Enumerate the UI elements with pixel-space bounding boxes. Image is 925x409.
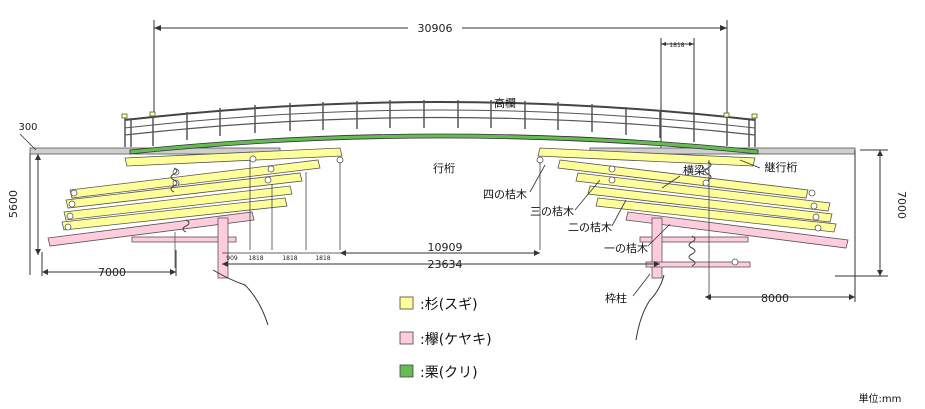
left-beam3 — [65, 172, 303, 209]
left-beam4 — [69, 159, 321, 199]
left-keyaki-beam — [47, 211, 255, 247]
beam2-label: 二の桔木 — [568, 220, 612, 234]
railing: 高欄 — [121, 96, 758, 147]
dimension-railing-spacing: 1818 — [660, 38, 695, 150]
dimension-deck-offset: 300 — [18, 122, 38, 151]
small-dim-c: 1818 — [282, 255, 297, 262]
left-base-label: 7000 — [98, 266, 126, 279]
left-beam2 — [63, 185, 293, 221]
small-dim-a: 909 — [226, 255, 238, 262]
mid-span-label: 10909 — [428, 241, 463, 254]
beam3-label: 三の桔木 — [530, 204, 574, 218]
legend-swatch-keyaki — [399, 331, 414, 345]
left-height-label: 5600 — [7, 190, 20, 218]
left-beams — [47, 147, 344, 279]
riverbank — [212, 269, 665, 341]
leader-lines — [529, 159, 761, 297]
right-beam2 — [587, 185, 833, 223]
dimension-right-base: 8000 — [705, 150, 856, 305]
dimension-right-height: 7000 — [835, 149, 908, 277]
legend-text-keyaki: :欅(ケヤキ) — [420, 332, 492, 348]
railing-spacing-label: 1818 — [669, 42, 684, 49]
legend: :杉(スギ) :欅(ケヤキ) :栗(クリ) — [399, 296, 492, 381]
beam1-label: 一の桔木 — [604, 241, 648, 255]
span-total-label: 30906 — [418, 22, 453, 35]
legend-text-kuri: :栗(クリ) — [420, 365, 478, 381]
dimension-left-base: 7000 — [41, 250, 177, 279]
legend-swatch-kuri — [399, 364, 414, 378]
right-girder — [537, 147, 756, 167]
right-beam1 — [595, 197, 837, 233]
right-height-label: 7000 — [895, 191, 908, 219]
left-girder — [124, 147, 343, 167]
right-keyaki-beam — [625, 211, 849, 249]
legend-swatch-sugi — [399, 296, 414, 310]
small-dim-b: 1818 — [248, 255, 263, 262]
girder-label: 行桁 — [433, 161, 455, 175]
deck-offset-label: 300 — [18, 122, 37, 133]
right-beam4 — [557, 159, 809, 199]
dimension-mid-span: 10909 — [340, 241, 540, 256]
small-dimensions: 909 1818 1818 1818 — [222, 252, 340, 262]
crossbeam-label: 横梁 — [683, 163, 705, 177]
small-dim-d: 1818 — [315, 255, 330, 262]
dimension-left-height: 5600 — [7, 154, 41, 255]
beam4-label: 四の桔木 — [483, 187, 527, 201]
lower-span-label: 23634 — [428, 258, 463, 271]
right-beams — [536, 147, 849, 300]
deck-kuri — [129, 133, 759, 155]
dimension-span-total: 30906 — [153, 20, 728, 118]
railing-label: 高欄 — [494, 96, 516, 110]
frame-pillar-label: 枠柱 — [605, 291, 627, 305]
unit-label: 単位:mm — [859, 392, 902, 405]
right-base-label: 8000 — [761, 292, 789, 305]
left-beam1 — [61, 197, 288, 231]
dimension-lower-span: 23634 — [222, 258, 660, 271]
legend-text-sugi: :杉(スギ) — [420, 297, 478, 313]
right-beam3 — [575, 172, 831, 212]
long-girder-label: 継行桁 — [765, 160, 798, 174]
